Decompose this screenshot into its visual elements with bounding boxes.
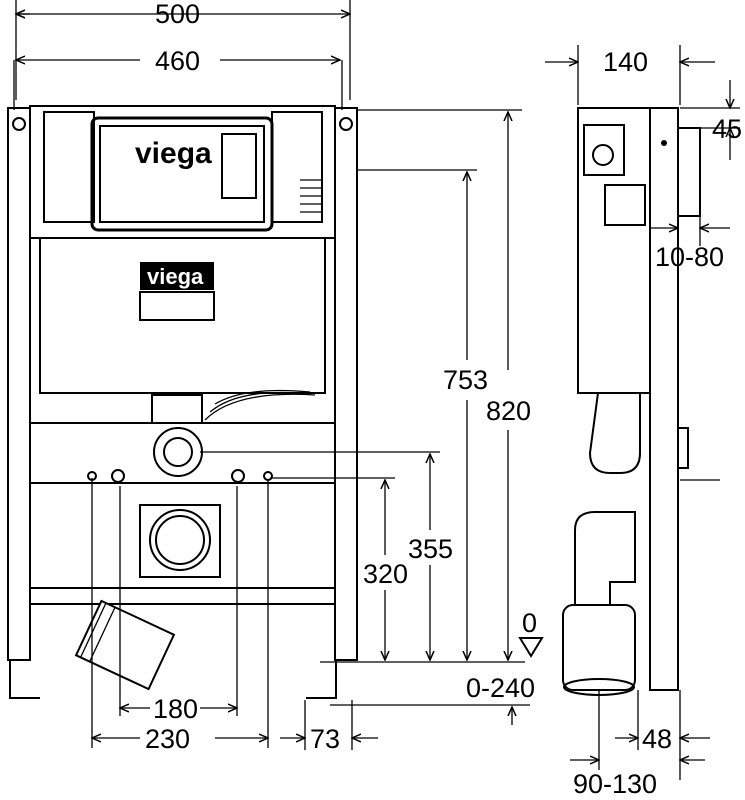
side-dimensions: 140 45 10-80 48 90-130 bbox=[545, 45, 742, 799]
dim-10-80: 10-80 bbox=[655, 242, 724, 272]
frame-body bbox=[39, 237, 326, 394]
side-rail bbox=[649, 107, 679, 691]
cistern bbox=[29, 105, 336, 239]
right-post bbox=[334, 107, 358, 661]
front-dimensions: 500 460 820 753 355 320 0 0-240 180 230 … bbox=[13, 0, 544, 754]
viega-logo: viega bbox=[135, 137, 212, 170]
left-post bbox=[7, 107, 31, 661]
dim-45: 45 bbox=[712, 114, 742, 144]
side-drain-bend bbox=[574, 511, 636, 608]
side-view bbox=[562, 107, 720, 696]
label-plate bbox=[140, 262, 214, 290]
dim-140: 140 bbox=[603, 47, 648, 77]
viega-label-logo: viega bbox=[147, 264, 204, 289]
flush-plate-panel bbox=[90, 116, 274, 232]
dim-500: 500 bbox=[155, 0, 200, 29]
dim-230: 230 bbox=[145, 724, 190, 754]
bottom-rail bbox=[29, 587, 336, 605]
drain-pipe bbox=[74, 599, 176, 691]
front-view: viega viega bbox=[7, 105, 358, 699]
dim-460: 460 bbox=[155, 46, 200, 76]
dim-355: 355 bbox=[408, 534, 453, 564]
dim-320: 320 bbox=[363, 559, 408, 589]
dim-48: 48 bbox=[642, 724, 672, 754]
dim-753: 753 bbox=[443, 365, 488, 395]
dim-180: 180 bbox=[153, 694, 198, 724]
crossbar bbox=[29, 422, 336, 484]
side-body bbox=[577, 107, 651, 394]
wall-spacer bbox=[677, 127, 701, 217]
dim-90-130: 90-130 bbox=[573, 769, 657, 799]
dim-0-240: 0-240 bbox=[466, 673, 535, 703]
dim-820: 820 bbox=[486, 396, 531, 426]
dim-73: 73 bbox=[310, 724, 340, 754]
dim-zero: 0 bbox=[522, 608, 537, 638]
